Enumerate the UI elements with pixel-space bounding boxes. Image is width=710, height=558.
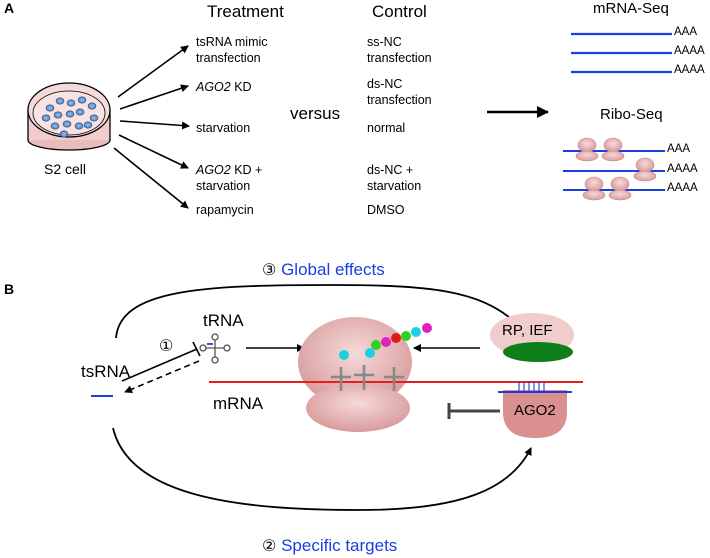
s2-cells-icon	[41, 96, 99, 138]
mrna-tail-2: AAAA	[674, 45, 705, 57]
control-5: DMSO	[367, 202, 405, 218]
control-4-line2: starvation	[367, 179, 422, 193]
ago2-label: AGO2	[514, 402, 556, 419]
panel-b-letter: B	[4, 281, 15, 297]
ribo-seq-title: Ribo-Seq	[600, 106, 663, 123]
tsrna-inhibit-trna-bar	[192, 341, 201, 357]
treatment-4: AGO2 KD + starvation	[196, 162, 262, 194]
control-header: Control	[372, 2, 427, 21]
treatment-1: tsRNA mimic transfection	[196, 34, 268, 66]
nascent-peptide	[339, 323, 432, 360]
control-2-line2: transfection	[367, 93, 432, 107]
treatment-3-line1: starvation	[196, 121, 251, 135]
control-1-line2: transfection	[367, 51, 432, 65]
treatment-header: Treatment	[207, 2, 284, 21]
trna-icon	[199, 333, 231, 364]
trna-to-tsrna-dashed-arrow	[124, 360, 200, 393]
versus-label: versus	[290, 104, 341, 123]
treatment-1-line2: transfection	[196, 51, 261, 65]
arrow-to-tsrna-mimic	[117, 45, 189, 98]
ribo-tail-2: AAAA	[667, 163, 698, 175]
control-2-line1: ds-NC	[367, 77, 403, 91]
global-effects-number: ③	[262, 262, 277, 279]
control-1-line1: ss-NC	[367, 35, 402, 49]
arrow-to-ago2-kd-starvation	[118, 134, 189, 169]
treatment-2-gene: AGO2	[196, 80, 231, 94]
arrow-to-ago2-kd	[119, 84, 189, 110]
control-3-line1: normal	[367, 121, 406, 135]
treatment-4-gene: AGO2	[196, 163, 231, 177]
control-3: normal	[367, 120, 405, 136]
trna-label: tRNA	[203, 311, 244, 330]
global-effects-arc	[115, 284, 517, 339]
mrna-tail-3: AAAA	[674, 64, 705, 76]
ribo-tail-1: AAA	[667, 143, 691, 155]
ribosome-trnas	[331, 365, 404, 391]
treatment-5: rapamycin	[196, 202, 254, 218]
s2-cell-label: S2 cell	[44, 161, 87, 177]
treatment-2-suffix: KD	[230, 80, 252, 94]
control-5-line1: DMSO	[367, 203, 405, 217]
treatment-2: AGO2 KD	[196, 79, 252, 95]
trna-pathway-number: ①	[159, 338, 174, 355]
treatment-4-line2: starvation	[196, 179, 251, 193]
specific-targets-number: ②	[262, 538, 277, 555]
global-effects-text: Global effects	[281, 260, 385, 279]
panel-a-letter: A	[4, 0, 15, 16]
mrna-seq-title: mRNA-Seq	[593, 0, 669, 17]
mrna-tail-1: AAA	[674, 26, 698, 38]
specific-targets-text: Specific targets	[281, 536, 398, 555]
global-effects-label: ③ Global effects	[262, 260, 385, 280]
specific-targets-arc	[112, 427, 532, 511]
ribo-tail-3: AAAA	[667, 182, 698, 194]
control-1: ss-NC transfection	[367, 34, 432, 66]
control-2: ds-NC transfection	[367, 76, 432, 108]
control-4-line1: ds-NC +	[367, 163, 414, 177]
mrna-seq-lines	[571, 32, 672, 74]
treatment-3: starvation	[196, 120, 250, 136]
specific-targets-label: ② Specific targets	[262, 536, 397, 556]
tsrna-inhibit-trna-line	[121, 348, 198, 382]
control-4: ds-NC + starvation	[367, 162, 421, 194]
treatment-1-line1: tsRNA mimic	[196, 35, 268, 49]
tsrna-label: tsRNA	[81, 362, 131, 381]
treatment-4-suffix: KD +	[230, 163, 263, 177]
rp-ief-complex	[490, 313, 574, 362]
ago2-complex	[498, 382, 572, 438]
rp-ief-label: RP, IEF	[502, 322, 553, 339]
arrow-to-rapamycin	[113, 147, 189, 209]
mrna-label: mRNA	[213, 394, 264, 413]
ribosome-icons	[575, 137, 657, 201]
arrow-to-starvation	[119, 120, 190, 130]
treatment-5-line1: rapamycin	[196, 203, 254, 217]
treatment-arrows	[113, 45, 190, 209]
